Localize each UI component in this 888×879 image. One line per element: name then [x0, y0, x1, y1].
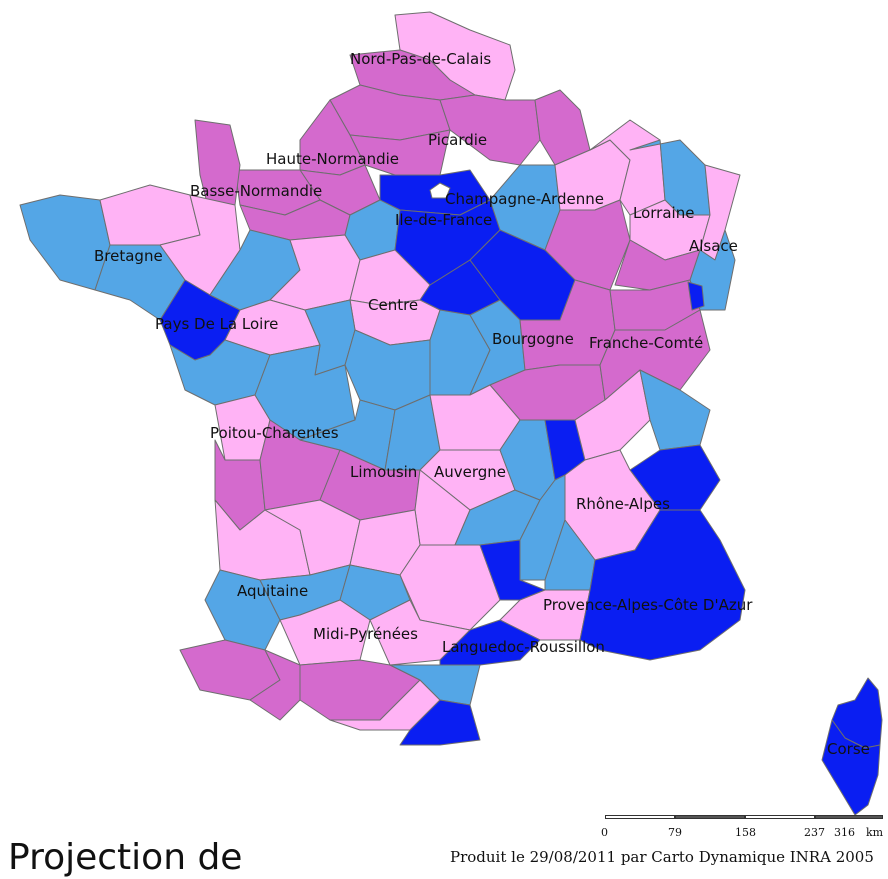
dept-corse-du-sud[interactable] — [821, 719, 881, 816]
label-auvergne: Auvergne — [434, 463, 507, 481]
caption-text: Projection de — [8, 837, 243, 878]
label-ile-de-france: Ile-de-France — [395, 211, 493, 229]
label-bourgogne: Bourgogne — [492, 330, 574, 348]
scale-tick-158: 158 — [735, 826, 756, 839]
label-languedoc-roussillon: Languedoc-Roussillon — [442, 638, 605, 656]
label-alsace: Alsace — [689, 237, 738, 255]
dept-hautes-pyrenees[interactable] — [249, 649, 301, 721]
scale-bar — [605, 815, 883, 821]
label-paca: Provence-Alpes-Côte D'Azur — [543, 596, 753, 614]
scale-unit: km — [866, 826, 884, 839]
dept-territoire-belfort[interactable] — [687, 281, 705, 311]
label-lorraine: Lorraine — [633, 204, 695, 222]
dept-pyrenees-orientales[interactable] — [399, 699, 481, 746]
scale-segment-1 — [605, 815, 675, 819]
scale-segment-3 — [745, 815, 815, 819]
scale-tick-79: 79 — [668, 826, 682, 839]
label-rhone-alpes: Rhône-Alpes — [576, 495, 670, 513]
label-corse: Corse — [827, 740, 870, 758]
label-haute-normandie: Haute-Normandie — [266, 150, 400, 168]
map-credit: Produit le 29/08/2011 par Carto Dynamiqu… — [450, 848, 874, 866]
label-champagne-ardenne: Champagne-Ardenne — [445, 190, 604, 208]
scale-segment-2 — [675, 815, 745, 819]
scale-tick-316: 316 — [834, 826, 855, 839]
scale-segment-4 — [815, 815, 883, 819]
dept-aisne[interactable] — [439, 94, 541, 166]
label-poitou-charentes: Poitou-Charentes — [210, 424, 339, 442]
label-nord-pas-de-calais: Nord-Pas-de-Calais — [350, 50, 492, 68]
scale-tick-0: 0 — [601, 826, 608, 839]
dept-paris[interactable] — [429, 182, 451, 199]
label-limousin: Limousin — [350, 463, 418, 481]
label-bretagne: Bretagne — [94, 247, 163, 265]
label-basse-normandie: Basse-Normandie — [190, 182, 323, 200]
label-midi-pyrenees: Midi-Pyrénées — [313, 625, 418, 643]
label-franche-comte: Franche-Comté — [589, 334, 704, 352]
label-pays-de-la-loire: Pays De La Loire — [155, 315, 279, 333]
label-picardie: Picardie — [428, 131, 488, 149]
label-centre: Centre — [368, 296, 419, 314]
dept-cotes-darmor[interactable] — [99, 184, 201, 246]
label-aquitaine: Aquitaine — [237, 582, 309, 600]
scale-tick-237: 237 — [804, 826, 825, 839]
dept-finistere[interactable] — [19, 194, 111, 291]
dept-vaucluse[interactable] — [579, 509, 746, 661]
